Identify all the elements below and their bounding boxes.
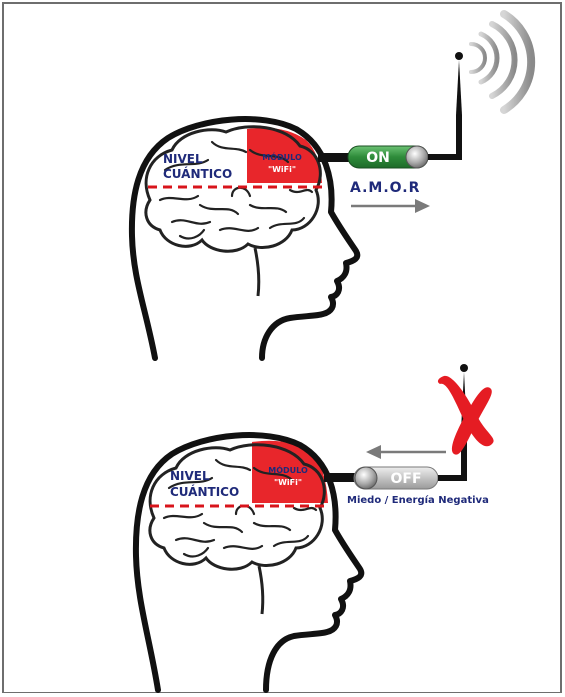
switch-state-label: ON <box>366 150 390 166</box>
antenna-tip <box>460 364 468 372</box>
antenna-tip <box>455 52 463 60</box>
module-label-line-1: MÓDULO <box>262 151 302 162</box>
panel-caption: Miedo / Energía Negativa <box>347 494 489 506</box>
panel-caption: A.M.O.R <box>350 180 420 196</box>
frame-border <box>3 3 561 693</box>
switch-knob <box>406 146 428 168</box>
switch-knob <box>355 467 377 489</box>
connector-wire <box>324 473 358 482</box>
brain-label-line-1: NIVEL <box>163 152 203 166</box>
brain-label-line-2: CUÁNTICO <box>170 484 239 499</box>
connector-wire <box>318 153 352 162</box>
module-label-line-2: "WiFi" <box>274 478 302 487</box>
brain-label-line-2: CUÁNTICO <box>163 166 232 181</box>
module-label-line-2: "WiFi" <box>268 165 296 174</box>
on-switch[interactable]: ON <box>348 146 428 168</box>
off-switch[interactable]: OFF <box>354 467 438 489</box>
switch-state-label: OFF <box>390 471 421 487</box>
brain-label-line-1: NIVEL <box>170 469 210 483</box>
module-label-line-1: MÓDULO <box>268 464 308 475</box>
